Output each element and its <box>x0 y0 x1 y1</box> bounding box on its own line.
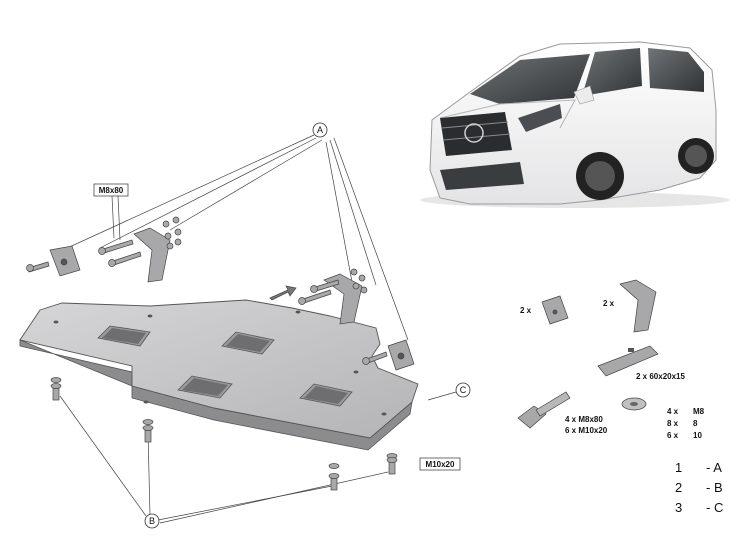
large-bracket-qty: 2 x <box>603 299 615 308</box>
legend-num-1: 1 <box>675 460 682 475</box>
washer-size-1: M8 <box>693 407 705 416</box>
m8x80-label: M8x80 <box>93 183 129 197</box>
upper-hardware <box>26 216 415 371</box>
washer-qty-2: 8 x <box>667 419 679 428</box>
legend-num-3: 3 <box>675 500 682 515</box>
washer-size-3: 10 <box>693 431 702 440</box>
spacer-label: 2 x 60x20x15 <box>636 372 685 381</box>
van-image <box>420 41 730 208</box>
callout-a-label: A <box>317 125 323 135</box>
washer-qty-1: 4 x <box>667 407 679 416</box>
legend-letter-2: - B <box>706 480 723 495</box>
lower-hardware <box>50 377 398 491</box>
callout-b-label: B <box>149 516 155 526</box>
legend: 1 - A 2 - B 3 - C <box>675 460 723 515</box>
washer-qty-3: 6 x <box>667 431 679 440</box>
spacer-icon <box>597 345 659 377</box>
skid-plate <box>19 299 419 451</box>
callout-c-label: C <box>460 385 467 395</box>
m10x20-text: M10x20 <box>426 460 455 469</box>
m10x20-label: M10x20 <box>419 457 461 471</box>
washer-size-2: 8 <box>693 419 698 428</box>
bolt-line-1: 4 x M8x80 <box>565 415 603 424</box>
legend-letter-1: - A <box>706 460 722 475</box>
m8x80-text: M8x80 <box>99 186 124 195</box>
legend-num-2: 2 <box>675 480 682 495</box>
legend-letter-3: - C <box>706 500 723 515</box>
callout-b: B <box>144 513 160 529</box>
callout-c: C <box>455 382 471 398</box>
leader-lines <box>51 134 457 524</box>
washer-icon <box>621 397 647 411</box>
bolt-line-2: 6 x M10x20 <box>565 426 608 435</box>
bolt-icon <box>517 391 571 429</box>
callout-a: A <box>312 122 328 138</box>
small-bracket-qty: 2 x <box>520 306 532 315</box>
kit-contents: 2 x 2 x 2 x 60x20x15 4 x M8x80 6 x M10x2… <box>517 279 705 440</box>
large-bracket-icon <box>619 279 657 333</box>
